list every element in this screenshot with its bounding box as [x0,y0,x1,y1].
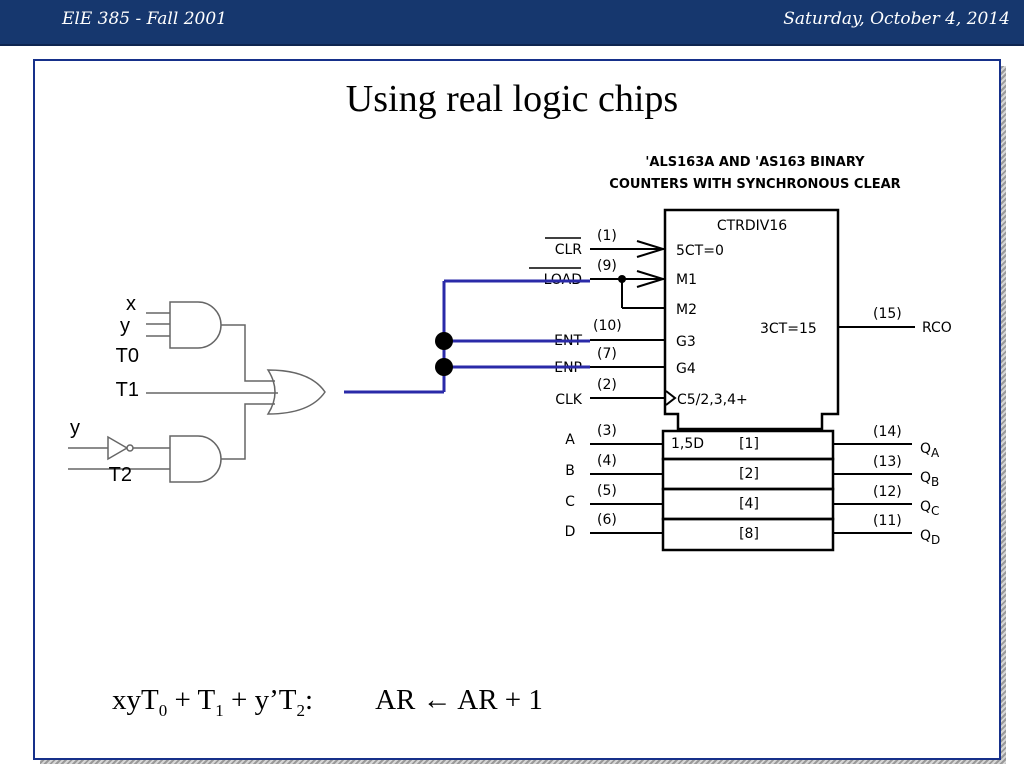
gate-input-t0: T0 [116,345,139,367]
formula-term-3: + y’T [223,684,297,716]
pin-qc-num: (12) [873,484,902,500]
func-enp: G4 [676,361,696,377]
pin-qa-num: (14) [873,424,902,440]
junction-dot-ent [435,332,453,350]
formula-rtl: AR ← AR + 1 [375,684,543,716]
output-qb: QB [920,470,939,489]
enable-wiring [344,279,590,394]
output-qc: QC [920,499,939,518]
func-clk: C5/2,3,4+ [677,392,748,408]
pin-qd-num: (11) [873,513,902,529]
formula-term-2: + T [167,684,216,716]
course-label: ElE 385 - Fall 2001 [62,9,227,29]
pin-b-num: (4) [597,453,617,469]
pin-a-num: (3) [597,423,617,439]
pin-qb-num: (13) [873,454,902,470]
rtl-formula: xyT0 + T1 + y’T2: AR ← AR + 1 [112,684,543,721]
gate-input-x: x [126,293,136,315]
chip-caption-line1: 'ALS163A AND 'AS163 BINARY [645,155,865,170]
pin-rco-num: (15) [873,306,902,322]
chip-name: CTRDIV16 [717,218,787,234]
and-gate-1 [169,301,222,349]
junction-dot-enp [435,358,453,376]
chip-caption-line2: COUNTERS WITH SYNCHRONOUS CLEAR [609,177,900,192]
not-gate [107,435,129,461]
cell-label-c: [4] [739,496,759,512]
input-c-name: C [565,494,575,510]
gate-input-t1: T1 [116,379,139,401]
formula-sub-3: 2 [296,700,306,720]
gate-input-y: y [120,315,130,337]
pin-clr-num: (1) [597,228,617,244]
date-label: Saturday, October 4, 2014 [783,9,1010,29]
pin-rco-name: RCO [922,320,952,336]
cell-prefix: 1,5D [671,436,704,452]
pin-ent-num: (10) [593,318,622,334]
slide-title: Using real logic chips [345,78,679,120]
output-qd: QD [920,528,940,547]
pin-clk-num: (2) [597,377,617,393]
func-m2: M2 [676,302,697,318]
pin-d-num: (6) [597,512,617,528]
pin-clr-name: CLR [555,242,583,258]
func-ent: G3 [676,334,696,350]
func-load: M1 [676,272,697,288]
pin-load-num: (9) [597,258,617,274]
slide-frame [33,59,1001,760]
output-qa: QA [920,441,940,460]
formula-colon: : [305,684,314,716]
and-gate-2 [169,435,222,483]
not-bubble [126,444,134,452]
cell-label-a: [1] [739,436,759,452]
pin-c-num: (5) [597,483,617,499]
input-b-name: B [565,463,575,479]
or-gate [266,369,326,415]
formula-term-1: xyT [112,684,159,716]
load-junction-dot [618,275,626,283]
gate-input-t2: T2 [109,464,132,486]
pin-enp-num: (7) [597,346,617,362]
formula-sub-2: 1 [215,700,224,720]
cell-label-b: [2] [739,466,759,482]
chip-control-block [663,208,840,431]
pin-clk-name: CLK [555,392,583,408]
func-rco: 3CT=15 [760,321,817,337]
chip-bit-cell-3 [661,517,835,552]
func-clr: 5CT=0 [676,243,724,259]
input-d-name: D [565,524,576,540]
cell-label-d: [8] [739,526,759,542]
gate-input-y2: y [70,417,80,439]
input-a-name: A [565,432,575,448]
formula-sub-1: 0 [158,700,168,720]
header-bar: ElE 385 - Fall 2001 Saturday, October 4,… [0,0,1024,46]
